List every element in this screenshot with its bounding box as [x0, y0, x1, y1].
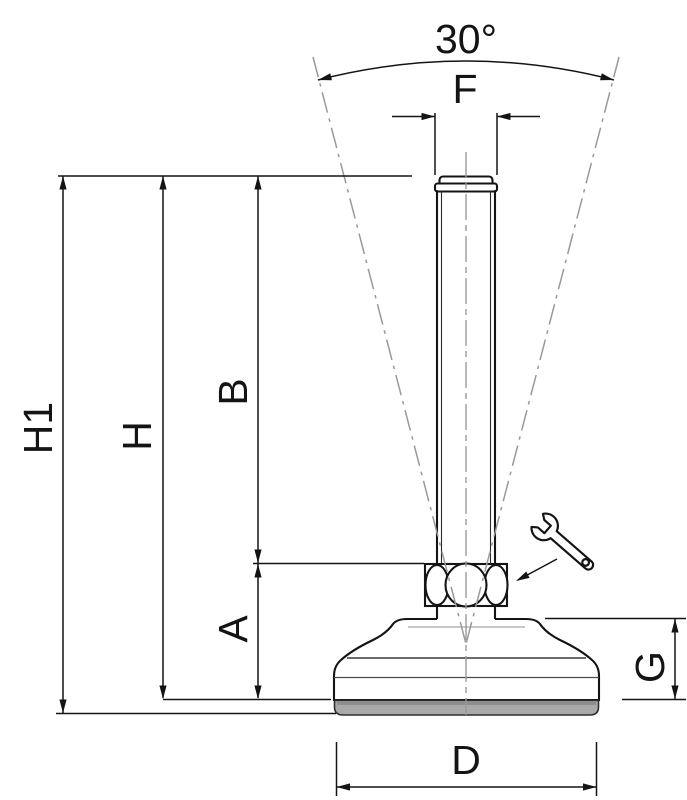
angle-arrow-left [318, 73, 332, 81]
f-arrow-right [497, 112, 511, 121]
h1-arrow-top [59, 176, 67, 190]
a-arrow-top [254, 564, 262, 578]
tilt-limit-left-line [312, 56, 467, 645]
wrench-body [530, 512, 595, 571]
wrench-leader-arrow [516, 571, 530, 581]
h-arrow-top [159, 176, 167, 190]
dim-f: F [392, 66, 540, 121]
d-label: D [451, 737, 481, 783]
dim-h1: H1 [15, 176, 336, 715]
b-arrow-top [254, 176, 262, 190]
tilt-cone-construction [312, 56, 620, 645]
h1-arrow-bottom [59, 699, 67, 713]
a-arrow-bottom [254, 685, 262, 699]
hex-nut-right-facet [483, 563, 509, 607]
wrench-callout [516, 512, 595, 581]
b-arrow-bottom [254, 549, 262, 563]
dim-g: G [545, 617, 686, 701]
angle-arc [317, 60, 615, 81]
d-arrow-left [336, 783, 350, 791]
angle-label: 30° [435, 16, 497, 62]
d-arrow-right [583, 783, 597, 791]
dim-a: A [210, 564, 262, 699]
wrench-hole [581, 558, 591, 567]
a-label: A [210, 615, 256, 643]
dim-h: H [114, 176, 331, 701]
f-label: F [452, 66, 477, 112]
h-label: H [114, 421, 160, 451]
wrench-icon [530, 512, 595, 571]
b-label: B [210, 378, 256, 405]
tilt-limit-right-line [465, 56, 620, 645]
h-arrow-bottom [159, 685, 167, 699]
g-label: G [627, 651, 673, 683]
dim-b: B [210, 176, 424, 565]
dim-tilt-angle: 30° [317, 16, 615, 81]
angle-arrow-right [600, 73, 614, 81]
dim-d: D [335, 737, 598, 796]
h1-label: H1 [15, 402, 61, 454]
g-arrow-bottom [671, 685, 679, 699]
f-arrow-left [421, 112, 435, 121]
g-arrow-top [671, 619, 679, 633]
